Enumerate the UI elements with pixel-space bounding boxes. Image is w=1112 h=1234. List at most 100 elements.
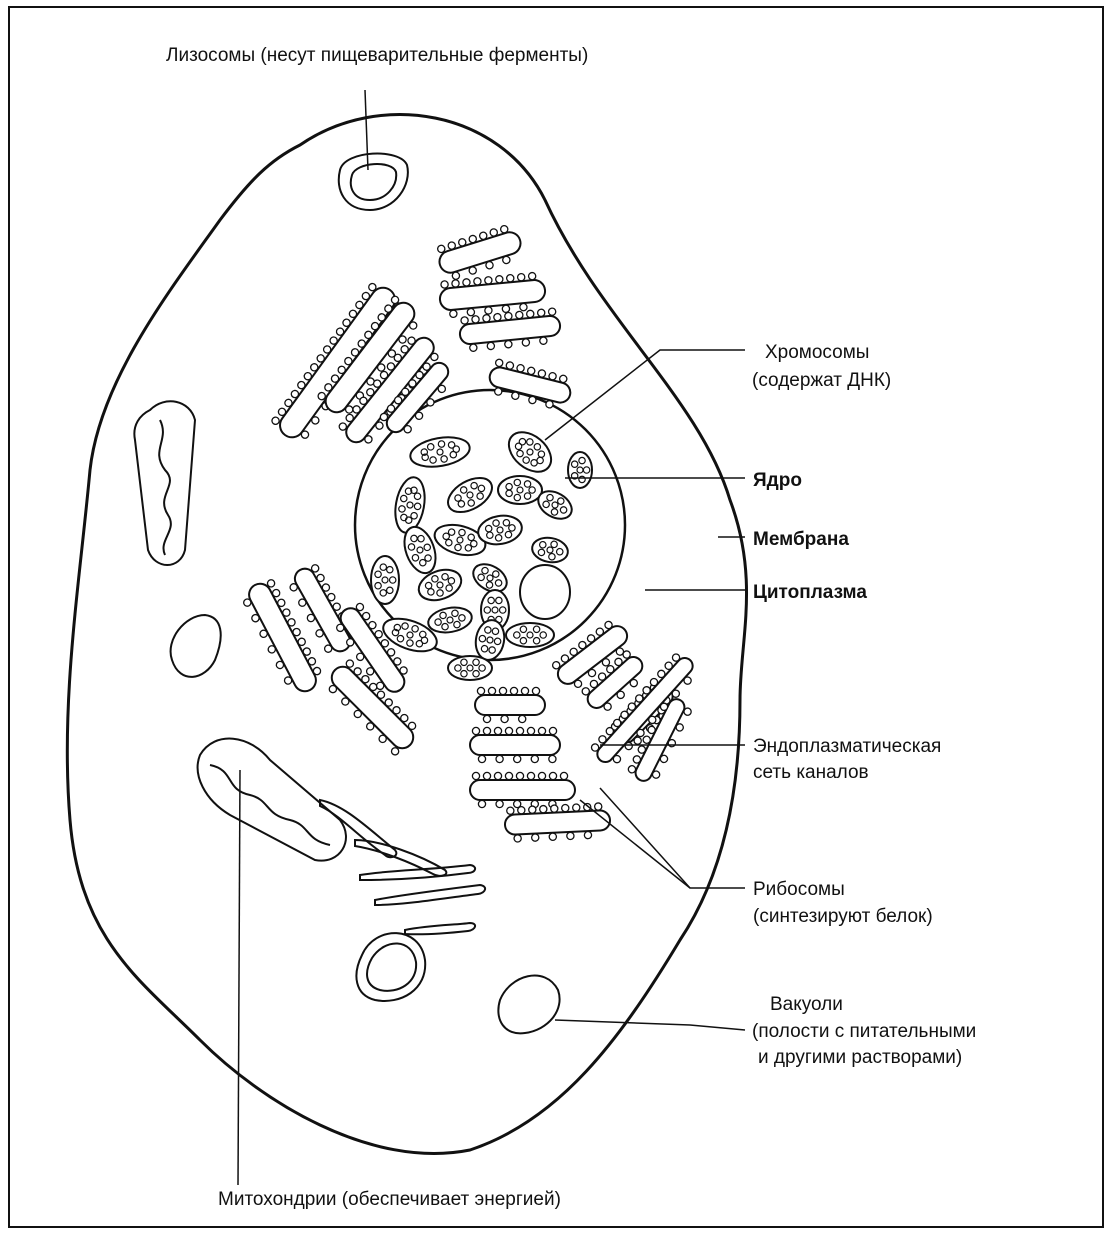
ribosome (502, 305, 510, 313)
ribosome (494, 772, 501, 779)
label-mitochondria: Митохондрии (обеспечивает энергией) (218, 1189, 561, 1210)
ribosome (518, 806, 526, 814)
ribosome (461, 317, 469, 325)
ribosome (549, 772, 556, 779)
ribosome (510, 687, 517, 694)
chromosome (530, 535, 570, 565)
ribosome (516, 727, 523, 734)
ribosome (572, 804, 580, 812)
ribosome (532, 687, 539, 694)
vacuole-bottom-double (356, 933, 425, 1001)
label-membrane: Мембрана (753, 529, 849, 550)
ribosome (469, 344, 477, 352)
ribosome (516, 772, 523, 779)
ribosome (494, 727, 501, 734)
ribosome (496, 755, 503, 762)
ribosome (441, 281, 449, 289)
ribosome (473, 277, 481, 285)
label-vacuoles: Вакуоли (770, 994, 843, 1015)
ribosome (504, 340, 512, 348)
ribosome (538, 727, 545, 734)
ribosome (548, 308, 556, 316)
label-ribosomes-desc: (синтезируют белок) (753, 906, 933, 927)
ribosome (487, 342, 495, 350)
ribosome (567, 832, 575, 840)
ribosome (514, 755, 521, 762)
ribosome (472, 727, 479, 734)
ribosome (549, 727, 556, 734)
ribosome (527, 772, 534, 779)
ribosome (540, 805, 548, 813)
ribosome (472, 772, 479, 779)
label-ribosomes: Рибосомы (753, 879, 845, 900)
ribosome (539, 337, 547, 345)
ribosome (537, 309, 545, 317)
ribosome (483, 727, 490, 734)
chromosome (408, 433, 472, 471)
er-cisterna (475, 687, 545, 722)
ribosome (521, 687, 528, 694)
ribosome (506, 274, 514, 282)
chromosome (371, 556, 399, 604)
mitochondrion-upper (134, 401, 195, 565)
ribosome (528, 272, 536, 280)
label-vacuoles-desc-2: и другими растворами) (758, 1047, 962, 1068)
chromosome (501, 424, 558, 479)
ribosome (538, 772, 545, 779)
label-lysosomes: Лизосомы (несут пищеварительные ферменты… (166, 45, 588, 66)
ribosome (529, 806, 537, 814)
nucleolus (520, 565, 570, 619)
ribosome (504, 312, 512, 320)
ribosome (478, 800, 485, 807)
label-cytoplasm: Цитоплазма (753, 582, 867, 603)
label-nucleus: Ядро (753, 470, 802, 491)
ribosome (515, 311, 523, 319)
ribosome (560, 772, 567, 779)
er-cisterna (504, 802, 611, 842)
ribosome (505, 772, 512, 779)
lysosome (339, 154, 408, 210)
ribosome (522, 339, 530, 347)
mitochondrion-lower (198, 739, 346, 861)
ribosome (526, 310, 534, 318)
vacuole-left (171, 615, 221, 677)
ribosome (549, 833, 557, 841)
chromosome (498, 476, 542, 504)
ribosome (505, 727, 512, 734)
vacuole-right (498, 976, 559, 1034)
ribosome (452, 280, 460, 288)
ribosome (531, 755, 538, 762)
ribosome (519, 715, 526, 722)
ribosome (507, 807, 515, 815)
label-chromosomes: Хромосомы (765, 342, 869, 363)
label-er: Эндоплазматическая (753, 736, 941, 757)
er-cisterna (470, 727, 560, 762)
ribosome (483, 314, 491, 322)
ribosome (527, 727, 534, 734)
ribosome (551, 805, 559, 813)
chromosome (448, 656, 492, 680)
ribosome (484, 307, 492, 315)
ribosome (488, 687, 495, 694)
ribosome (495, 359, 504, 368)
ribosome (483, 772, 490, 779)
chromosome (442, 471, 498, 519)
ribosome (517, 273, 525, 281)
ribosome (496, 800, 503, 807)
ribosome (499, 687, 506, 694)
chromosome (391, 475, 428, 535)
label-chromosomes-desc: (содержат ДНК) (752, 370, 891, 391)
chromosome (426, 604, 473, 635)
ribosome (584, 831, 592, 839)
ribosome (467, 308, 475, 316)
ribosome (520, 303, 528, 311)
ribosome (549, 755, 556, 762)
label-er-desc: сеть каналов (753, 762, 869, 783)
ribosome (495, 275, 503, 283)
ribosome (478, 755, 485, 762)
ribosome (449, 310, 457, 318)
er-cisterna (434, 222, 525, 283)
ribosome (477, 687, 484, 694)
ribosome (594, 803, 602, 811)
